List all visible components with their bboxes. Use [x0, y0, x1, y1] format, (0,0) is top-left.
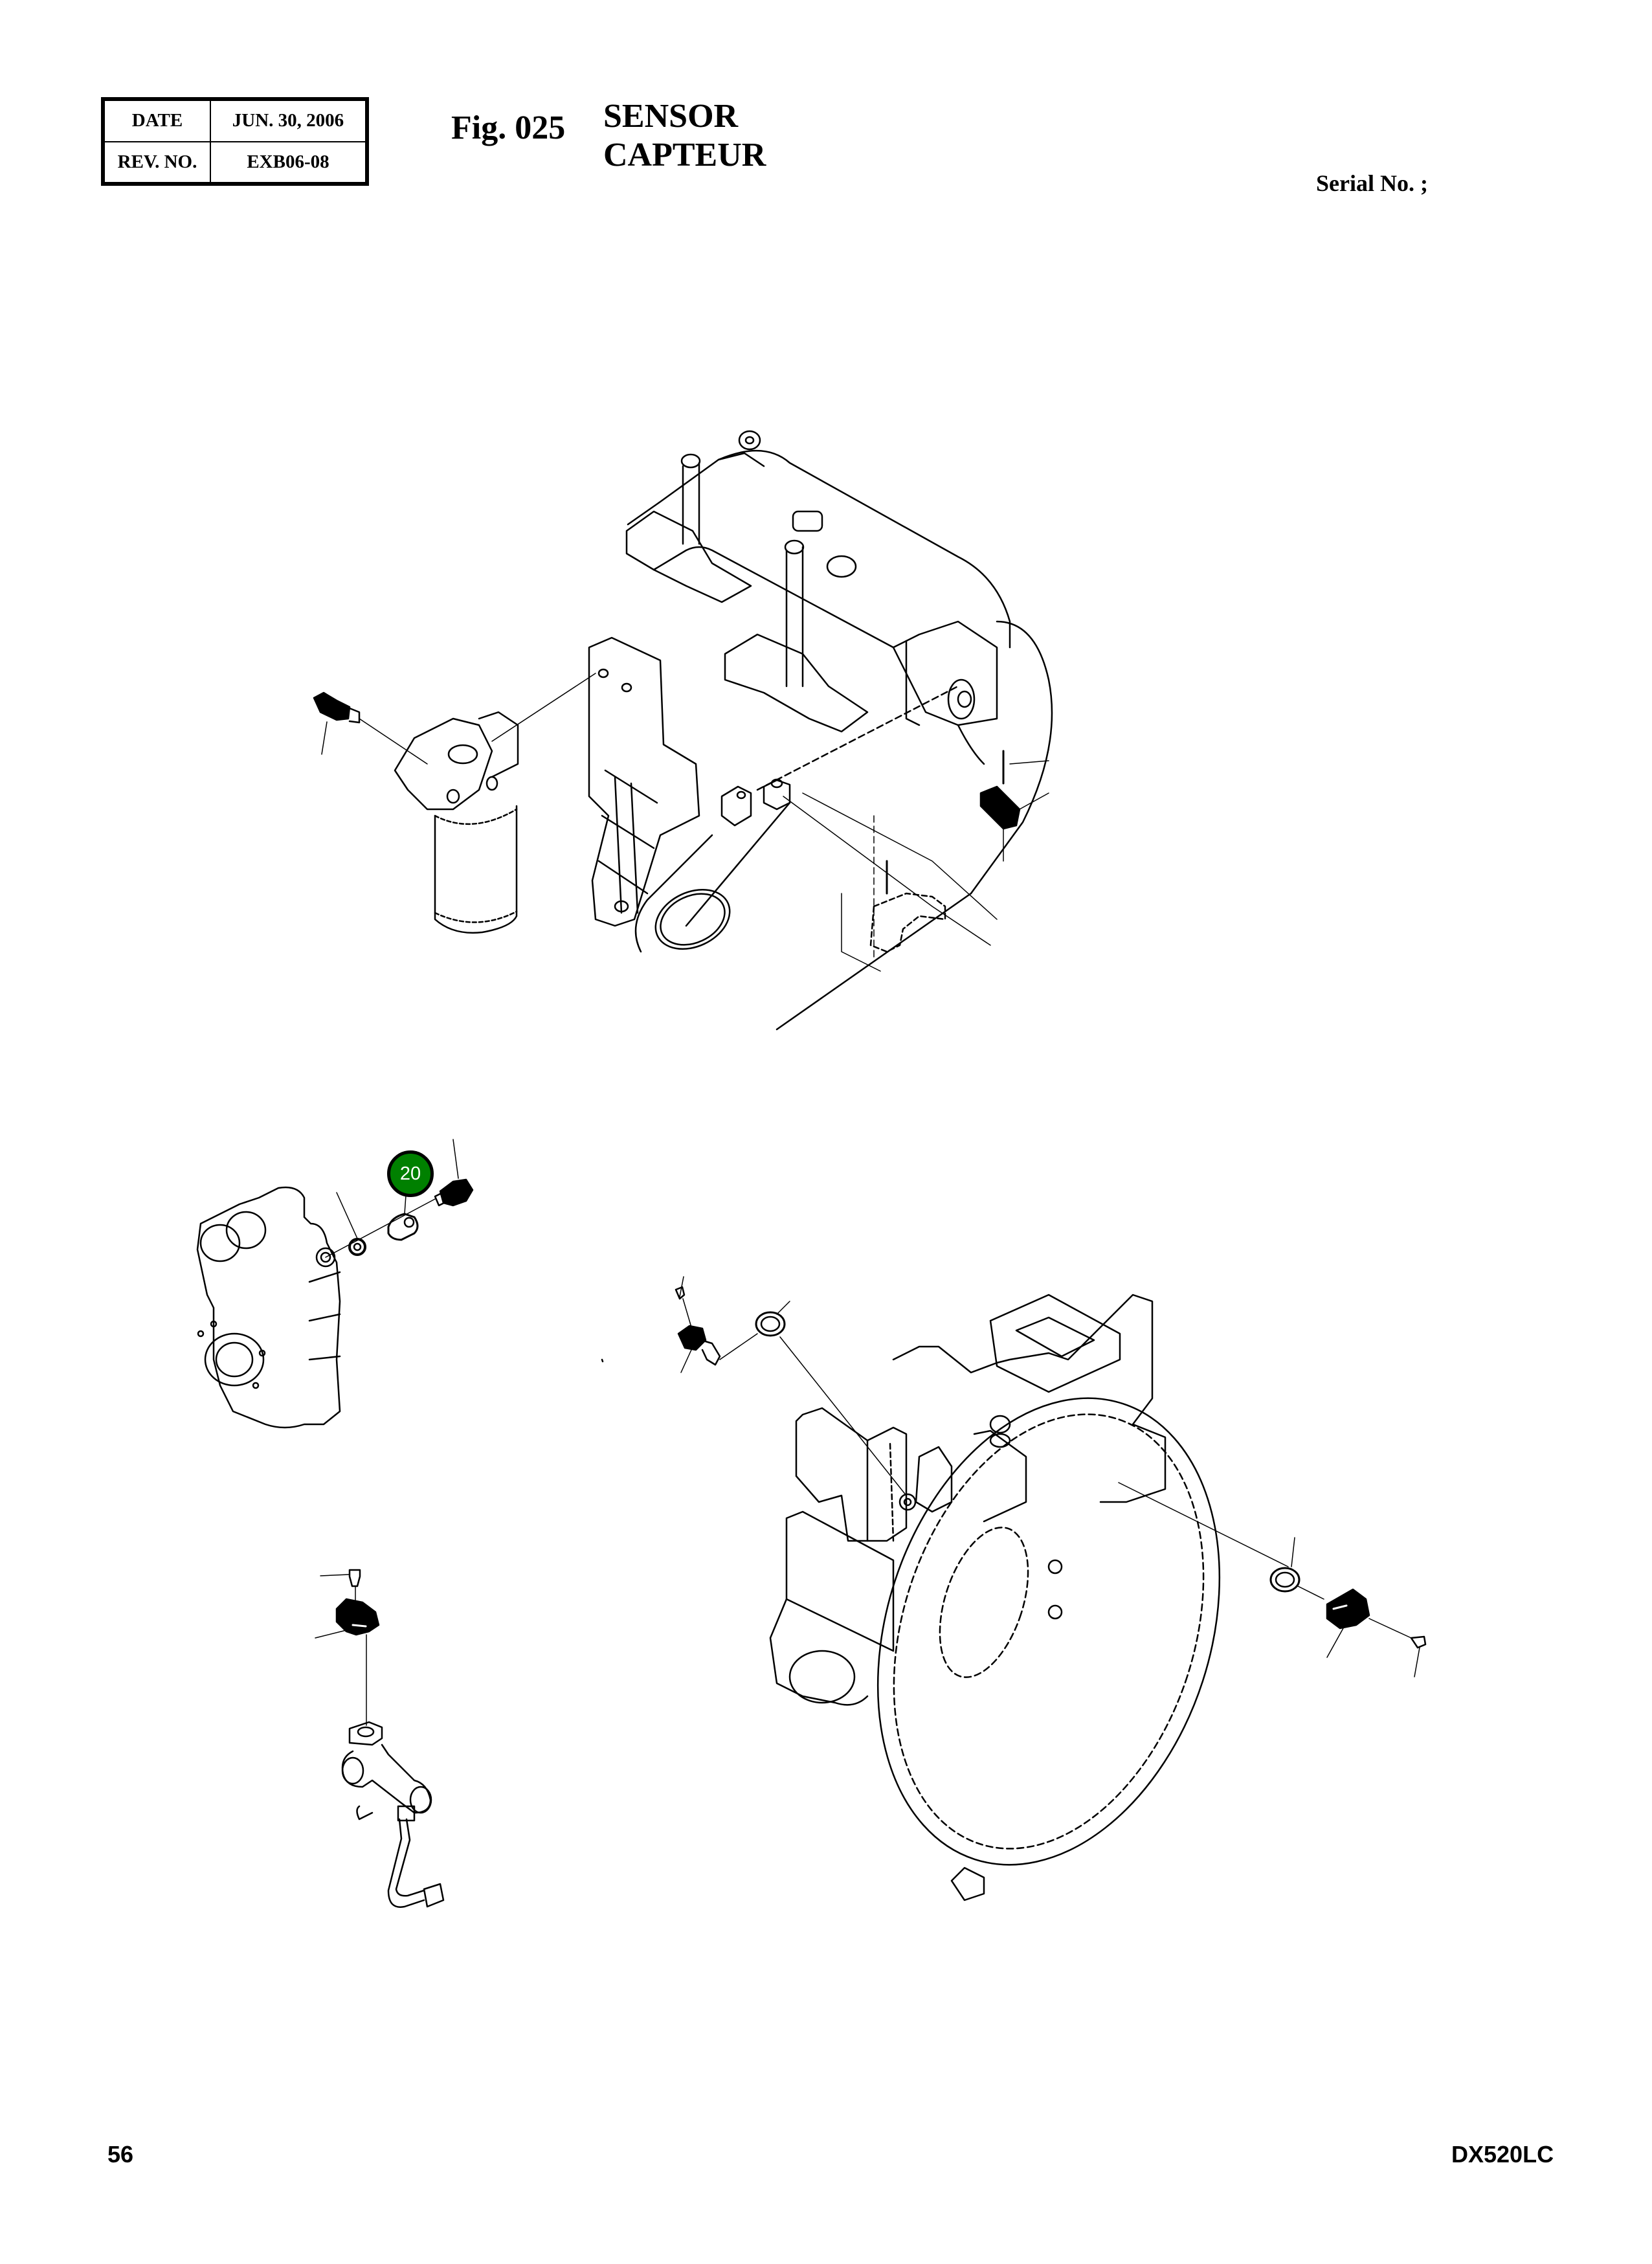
- intake-manifold-assembly: [313, 430, 1053, 1031]
- figure-title: SENSOR CAPTEUR: [603, 97, 766, 175]
- crank-sensor-icon: [1326, 1588, 1370, 1630]
- oil-pressure-sensor-icon: [335, 1598, 380, 1636]
- title-french: CAPTEUR: [603, 137, 766, 174]
- cam-sensor-icon: [677, 1325, 721, 1366]
- model-name: DX520LC: [1451, 2141, 1554, 2168]
- speed-sensor-icon: [434, 1178, 474, 1207]
- callout-20[interactable]: 20: [387, 1150, 434, 1197]
- callout-number: 20: [399, 1163, 421, 1184]
- flywheel-housing-assembly: [601, 1276, 1427, 1901]
- boost-pressure-sensor-icon: [979, 785, 1021, 830]
- revision-table: DATE JUN. 30, 2006 REV. NO. EXB06-08: [101, 97, 369, 186]
- page-number: 56: [107, 2141, 134, 2168]
- figure-number: Fig. 025: [451, 109, 566, 146]
- gear-cover-assembly: [196, 1139, 474, 1429]
- date-row: DATE JUN. 30, 2006: [102, 98, 368, 142]
- serial-number-label: Serial No. ;: [1316, 170, 1428, 196]
- date-label: DATE: [102, 98, 211, 142]
- revision-value: EXB06-08: [210, 140, 368, 185]
- revision-row: REV. NO. EXB06-08: [102, 140, 368, 185]
- temperature-sensor-icon: [313, 691, 361, 724]
- oil-pressure-sensor-assembly: [315, 1569, 445, 1908]
- title-english: SENSOR: [603, 98, 739, 135]
- date-value: JUN. 30, 2006: [210, 98, 368, 142]
- revision-label: REV. NO.: [102, 140, 211, 185]
